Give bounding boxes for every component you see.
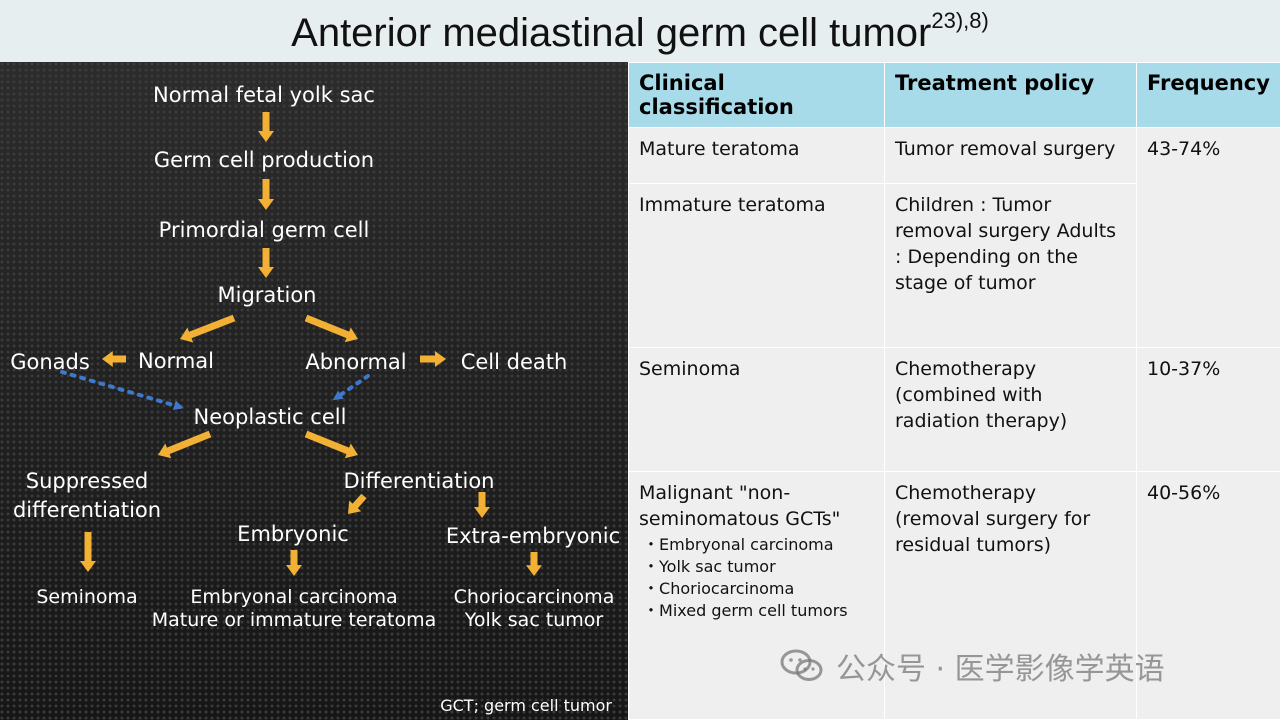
- list-item: Choriocarcinoma: [639, 578, 874, 600]
- arrow-embryonic-to-carcinoma: [286, 550, 302, 576]
- node-cell-death: Cell death: [461, 350, 568, 374]
- subtype-list: Embryonal carcinoma Yolk sac tumor Chori…: [639, 534, 874, 622]
- list-item: Mixed germ cell tumors: [639, 600, 874, 622]
- node-choriocarcinoma: Choriocarcinoma: [454, 586, 615, 608]
- cell-treatment: Tumor removal surgery: [884, 127, 1137, 184]
- node-primordial-germ-cell: Primordial germ cell: [159, 218, 370, 242]
- table-row: Immature teratoma Children : Tumor remov…: [628, 183, 1280, 348]
- arrow-suppressed-to-seminoma: [80, 532, 96, 572]
- gonads-to-neoplastic-dotted-arrow: [60, 370, 184, 411]
- arrow-differentiation-to-extra: [474, 492, 490, 518]
- cell-classification: Mature teratoma: [628, 127, 885, 184]
- node-differentiation: Differentiation: [344, 469, 495, 493]
- node-yolk-sac-tumor: Yolk sac tumor: [464, 609, 604, 631]
- node-mature-immature-teratoma: Mature or immature teratoma: [152, 609, 437, 631]
- title-text: Anterior mediastinal germ cell tumor: [291, 11, 932, 55]
- arrow-neoplastic-to-suppressed: [158, 430, 212, 459]
- node-migration: Migration: [217, 283, 316, 307]
- arrow-migration-to-abnormal: [304, 314, 358, 343]
- cell-treatment: Chemotherapy (combined with radiation th…: [884, 347, 1137, 472]
- abnormal-to-neoplastic-dotted-arrow: [332, 374, 370, 401]
- node-suppressed-line1: Suppressed: [26, 469, 149, 493]
- arrow-differentiation-to-embryonic: [348, 493, 367, 514]
- page-title: Anterior mediastinal germ cell tumor23),…: [0, 0, 1280, 56]
- arrow-neoplastic-to-differentiation: [304, 430, 358, 459]
- table-row: Mature teratoma Tumor removal surgery 43…: [628, 127, 1280, 348]
- arrow-production-to-primordial: [258, 179, 274, 210]
- cell-classification: Immature teratoma: [628, 183, 885, 348]
- classification-table-container: Clinical classification Treatment policy…: [628, 62, 1280, 720]
- cell-frequency: 43-74%: [1136, 127, 1280, 348]
- header-frequency: Frequency: [1136, 62, 1280, 128]
- list-item: Yolk sac tumor: [639, 556, 874, 578]
- classification-label: Malignant "non- seminomatous GCTs": [639, 482, 841, 530]
- cell-frequency: 40-56%: [1136, 471, 1280, 720]
- pathogenesis-diagram: Normal fetal yolk sac Germ cell producti…: [0, 62, 628, 720]
- node-suppressed-line2: differentiation: [13, 498, 161, 522]
- node-normal: Normal: [138, 349, 214, 373]
- arrow-migration-to-normal: [180, 314, 236, 343]
- watermark: 公众号 · 医学影像学英语: [780, 644, 1165, 688]
- node-abnormal: Abnormal: [305, 350, 406, 374]
- cell-classification: Malignant "non- seminomatous GCTs" Embry…: [628, 471, 885, 720]
- table-header-row: Clinical classification Treatment policy…: [628, 62, 1280, 128]
- header-clinical-classification: Clinical classification: [628, 62, 885, 128]
- watermark-text: 公众号 · 医学影像学英语: [836, 652, 1165, 687]
- node-germ-cell-production: Germ cell production: [154, 148, 374, 172]
- classification-table: Clinical classification Treatment policy…: [628, 62, 1280, 720]
- node-extra-embryonic: Extra-embryonic: [446, 524, 620, 548]
- arrow-yolk-to-production: [258, 112, 274, 142]
- title-bar: Anterior mediastinal germ cell tumor23),…: [0, 0, 1280, 62]
- footnote-gct: GCT; germ cell tumor: [440, 696, 612, 715]
- node-gonads: Gonads: [10, 350, 90, 374]
- wechat-icon: [780, 648, 824, 684]
- table-row: Seminoma Chemotherapy (combined with rad…: [628, 347, 1280, 472]
- arrow-extra-to-chorio: [526, 552, 542, 576]
- cell-classification: Seminoma: [628, 347, 885, 472]
- node-embryonal-carcinoma: Embryonal carcinoma: [190, 586, 397, 608]
- list-item: Embryonal carcinoma: [639, 534, 874, 556]
- cell-treatment: Children : Tumor removal surgery Adults …: [884, 183, 1137, 348]
- node-yolk-sac: Normal fetal yolk sac: [153, 83, 375, 107]
- diagram-canvas: Normal fetal yolk sac Germ cell producti…: [10, 83, 620, 715]
- arrow-normal-to-gonads: [102, 351, 126, 367]
- table-row: Malignant "non- seminomatous GCTs" Embry…: [628, 471, 1280, 720]
- arrow-primordial-to-migration: [258, 248, 274, 278]
- cell-frequency: 10-37%: [1136, 347, 1280, 472]
- flow-arrows: [80, 112, 542, 576]
- title-references: 23),8): [931, 8, 989, 33]
- node-embryonic: Embryonic: [237, 522, 349, 546]
- cell-treatment: Chemotherapy (removal surgery for residu…: [884, 471, 1137, 720]
- node-seminoma: Seminoma: [36, 586, 137, 608]
- arrow-abnormal-to-cell-death: [420, 351, 446, 367]
- header-treatment-policy: Treatment policy: [884, 62, 1137, 128]
- node-neoplastic-cell: Neoplastic cell: [194, 405, 347, 429]
